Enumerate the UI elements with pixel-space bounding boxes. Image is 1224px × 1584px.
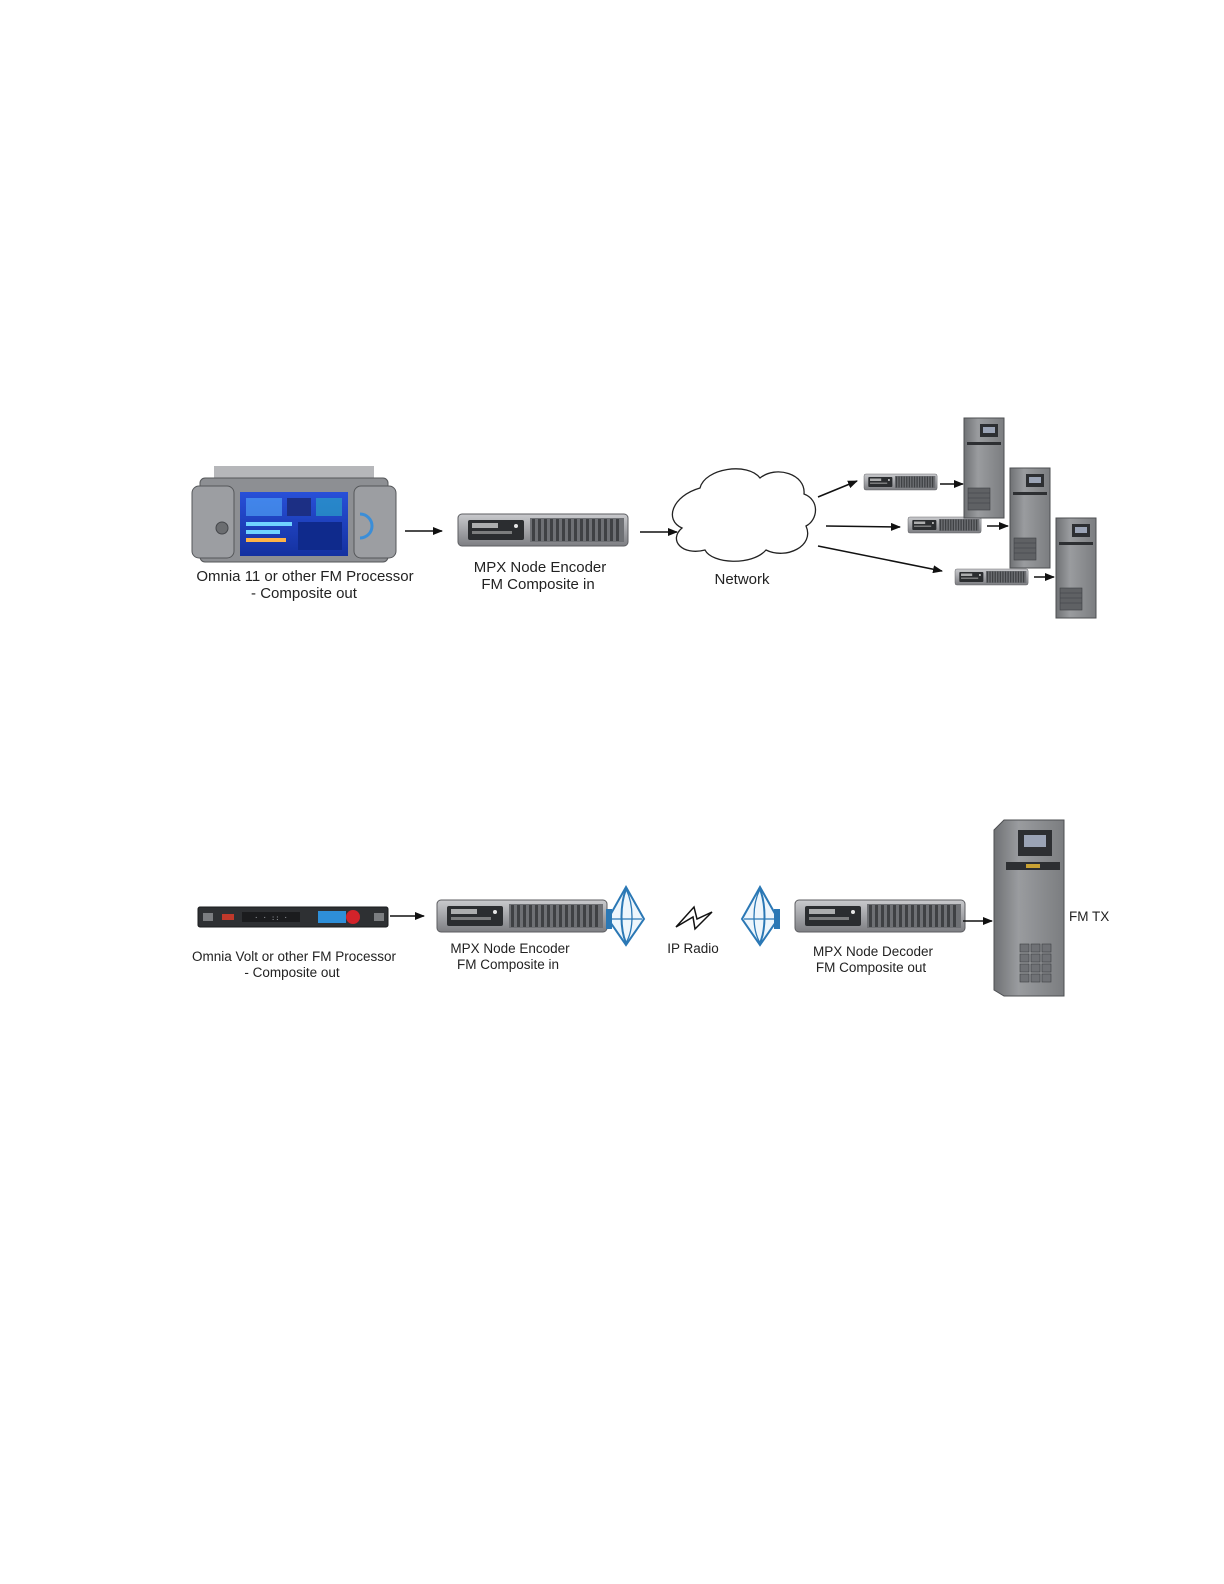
decoder-label-line-2: FM Composite out	[816, 960, 927, 975]
volt-label-line-1: Omnia Volt or other FM Processor	[192, 949, 397, 964]
decoder-label-line-1: MPX Node Decoder	[813, 944, 934, 959]
mpx-node-decoder-a	[864, 474, 937, 490]
encoder-label-line-2: FM Composite in	[481, 576, 594, 593]
fm-transmitter-b	[1010, 468, 1050, 568]
mpx-node-encoder-1	[458, 514, 628, 546]
encoder2-label-line-2: FM Composite in	[457, 957, 559, 972]
omnia-volt-processor: · · :: ·	[198, 907, 388, 927]
network-label: Network	[714, 571, 770, 588]
volt-label-line-2: - Composite out	[244, 965, 340, 980]
network-cloud	[672, 469, 815, 561]
ip-radio-label: IP Radio	[667, 941, 719, 956]
diagram-2: · · :: ·	[192, 820, 1109, 996]
omnia-11-processor	[192, 466, 396, 562]
mpx-node-decoder-2	[795, 900, 965, 932]
encoder-label-line-1: MPX Node Encoder	[474, 559, 607, 576]
processor-label-line-1: Omnia 11 or other FM Processor	[196, 568, 413, 585]
fm-transmitter-c	[1056, 518, 1096, 618]
mpx-node-decoder-c	[955, 569, 1028, 585]
mpx-node-encoder-2	[437, 900, 607, 932]
processor-label-line-2: - Composite out	[251, 585, 358, 602]
fm-transmitter-main	[994, 820, 1064, 996]
diagram-1: Omnia 11 or other FM Processor - Composi…	[192, 418, 1096, 618]
fm-tx-label: FM TX	[1069, 909, 1109, 924]
antenna-right-icon	[742, 887, 780, 945]
radio-link-bolt-icon	[676, 907, 712, 929]
svg-text:· · :: ·: · · :: ·	[254, 914, 288, 922]
encoder2-label-line-1: MPX Node Encoder	[450, 941, 570, 956]
mpx-node-decoder-b	[908, 517, 981, 533]
antenna-left-icon	[606, 887, 644, 945]
fm-transmitter-a	[964, 418, 1004, 518]
